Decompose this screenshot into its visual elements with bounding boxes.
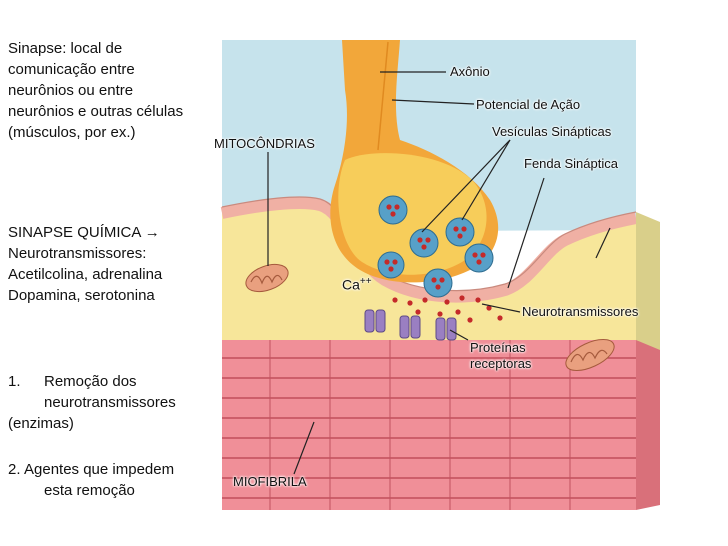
intro-line: comunicação entre: [8, 59, 183, 80]
list-item-text: Remoção dos: [44, 373, 137, 390]
list-item-continuation: esta remoção: [8, 480, 174, 501]
calcium-ion-label: Ca++: [342, 276, 372, 293]
label-proteinas-line2: receptoras: [470, 356, 531, 372]
chemical-synapse-text: SINAPSE QUÍMICA → Neurotransmissores: Ac…: [8, 222, 162, 306]
chemical-line: Dopamina, serotonina: [8, 285, 162, 306]
intro-text: Sinapse: local de comunicação entre neur…: [8, 38, 183, 143]
label-vesiculas: Vesículas Sinápticas: [492, 124, 611, 140]
label-mitocondrias: MITOCÔNDRIAS: [214, 136, 315, 152]
list-number: 1.: [8, 371, 44, 392]
label-axonio: Axônio: [450, 64, 490, 80]
list-item: 1.Remoção dos: [8, 371, 176, 392]
label-neurotransmissores: Neurotransmissores: [522, 304, 638, 320]
list-number: 2.: [8, 459, 24, 480]
intro-line: neurônios e outras células: [8, 101, 183, 122]
list-item: 2.Agentes que impedem: [8, 459, 174, 480]
label-proteinas-line1: Proteínas: [470, 340, 531, 356]
label-potencial: Potencial de Ação: [476, 97, 580, 113]
chemical-line: Neurotransmissores:: [8, 243, 162, 264]
label-fenda: Fenda Sináptica: [524, 156, 618, 172]
arrow-right-icon: →: [145, 224, 160, 241]
calcium-symbol: Ca: [342, 277, 360, 293]
intro-line: neurônios ou entre: [8, 80, 183, 101]
list-item-text: Agentes que impedem: [24, 461, 174, 478]
chemical-line: Acetilcolina, adrenalina: [8, 264, 162, 285]
myofibril-side: [636, 340, 660, 510]
list-item-continuation: neurotransmissores: [8, 392, 176, 413]
removal-list-2: 2.Agentes que impedem esta remoção: [8, 459, 174, 501]
calcium-charge: ++: [360, 276, 372, 287]
intro-line: (músculos, por ex.): [8, 122, 183, 143]
chemical-heading: SINAPSE QUÍMICA: [8, 224, 141, 241]
chemical-heading-row: SINAPSE QUÍMICA →: [8, 222, 162, 243]
intro-line: Sinapse: local de: [8, 38, 183, 59]
label-proteinas: Proteínas receptoras: [470, 340, 531, 372]
removal-list: 1.Remoção dos neurotransmissores (enzima…: [8, 371, 176, 434]
label-miofibrila: MIOFIBRILA: [233, 474, 307, 490]
list-item-continuation: (enzimas): [8, 413, 176, 434]
